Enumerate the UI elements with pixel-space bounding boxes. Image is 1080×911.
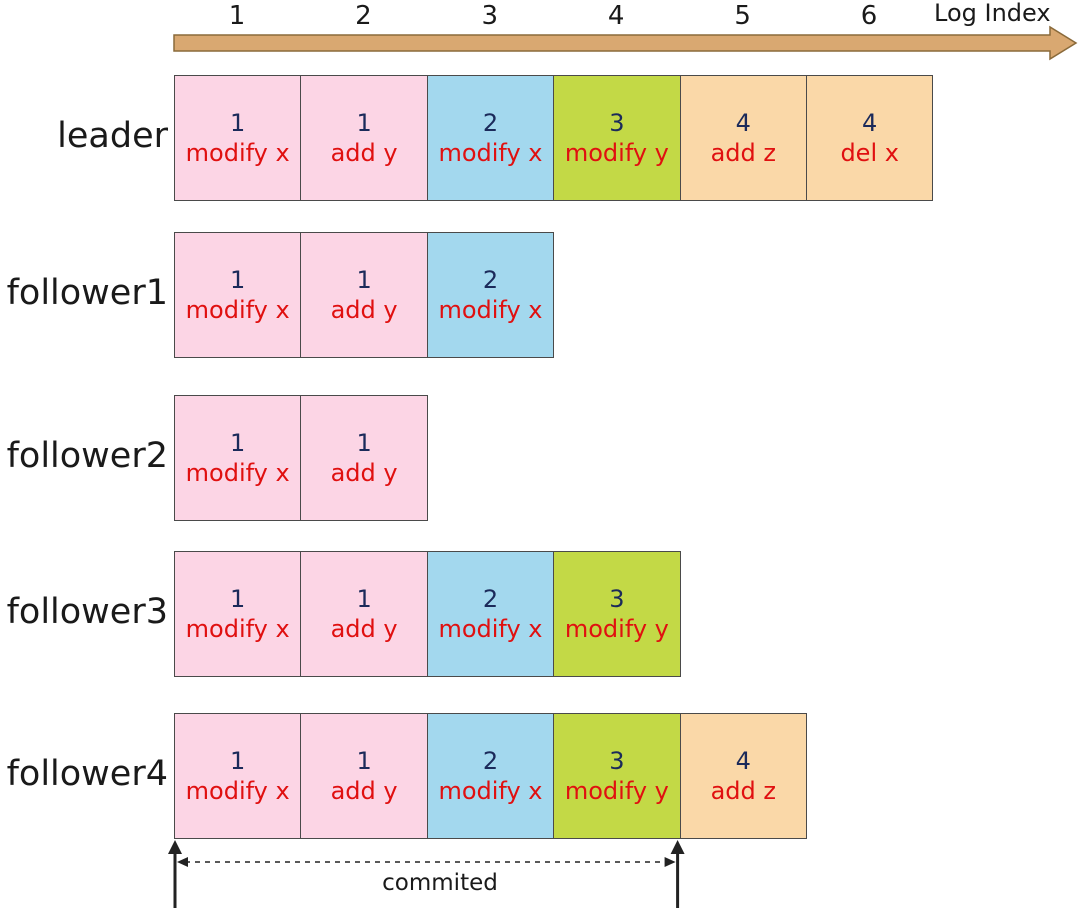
entry-term: 1 xyxy=(356,109,372,137)
entry-command: modify x xyxy=(185,296,290,324)
axis-label: Log Index xyxy=(934,0,1051,27)
committed-label: commited xyxy=(382,870,498,896)
entry-term: 1 xyxy=(356,585,372,613)
log-index-2: 2 xyxy=(355,1,372,31)
log-index-1: 1 xyxy=(228,1,246,31)
log-index-3: 3 xyxy=(481,1,499,31)
entry-command: modify x xyxy=(185,777,290,805)
entry-command: modify x xyxy=(185,615,290,643)
entry-term: 1 xyxy=(356,747,372,775)
entry-command: add y xyxy=(330,296,398,324)
log-index-4: 4 xyxy=(607,1,625,31)
entry-command: modify x xyxy=(438,777,543,805)
entry-command: modify x xyxy=(185,139,290,167)
entry-command: modify x xyxy=(438,296,543,324)
entry-command: modify x xyxy=(438,139,543,167)
entry-term: 2 xyxy=(482,747,499,775)
entry-command: modify y xyxy=(564,139,669,167)
entry-term: 1 xyxy=(230,429,246,457)
entry-command: add y xyxy=(330,139,398,167)
entry-term: 3 xyxy=(609,109,625,137)
commit-range-left-head xyxy=(177,857,188,867)
entry-command: modify x xyxy=(185,459,290,487)
row-label-follower2: follower2 xyxy=(6,436,168,476)
entry-term: 3 xyxy=(609,747,625,775)
entry-command: modify x xyxy=(438,615,543,643)
log-index-5: 5 xyxy=(734,1,751,31)
entry-term: 1 xyxy=(230,585,246,613)
row-label-leader: leader xyxy=(57,116,168,156)
row-label-follower3: follower3 xyxy=(6,592,168,632)
entry-term: 2 xyxy=(482,266,499,294)
entry-command: modify y xyxy=(564,777,669,805)
entry-term: 4 xyxy=(735,747,751,775)
entry-term: 1 xyxy=(230,266,246,294)
entry-term: 1 xyxy=(230,109,246,137)
entry-term: 1 xyxy=(356,429,372,457)
entry-term: 2 xyxy=(482,109,499,137)
entry-term: 3 xyxy=(609,585,625,613)
entry-term: 4 xyxy=(862,109,878,137)
entry-term: 4 xyxy=(735,109,751,137)
commit-range-right-head xyxy=(664,857,676,867)
commit-end-arrowhead xyxy=(670,840,685,854)
entry-term: 1 xyxy=(230,747,246,775)
entry-command: modify y xyxy=(564,615,669,643)
row-label-follower1: follower1 xyxy=(6,273,168,313)
entry-term: 2 xyxy=(482,585,499,613)
entry-command: add y xyxy=(330,459,398,487)
entry-command: add z xyxy=(710,777,776,805)
log-index-6: 6 xyxy=(860,1,878,31)
entry-command: add z xyxy=(710,139,776,167)
entry-term: 1 xyxy=(356,266,372,294)
commit-start-arrowhead xyxy=(168,840,182,854)
entry-command: del x xyxy=(840,139,899,167)
row-label-follower4: follower4 xyxy=(6,754,168,794)
entry-command: add y xyxy=(330,615,398,643)
entry-command: add y xyxy=(330,777,398,805)
log-index-arrow xyxy=(173,25,1078,61)
